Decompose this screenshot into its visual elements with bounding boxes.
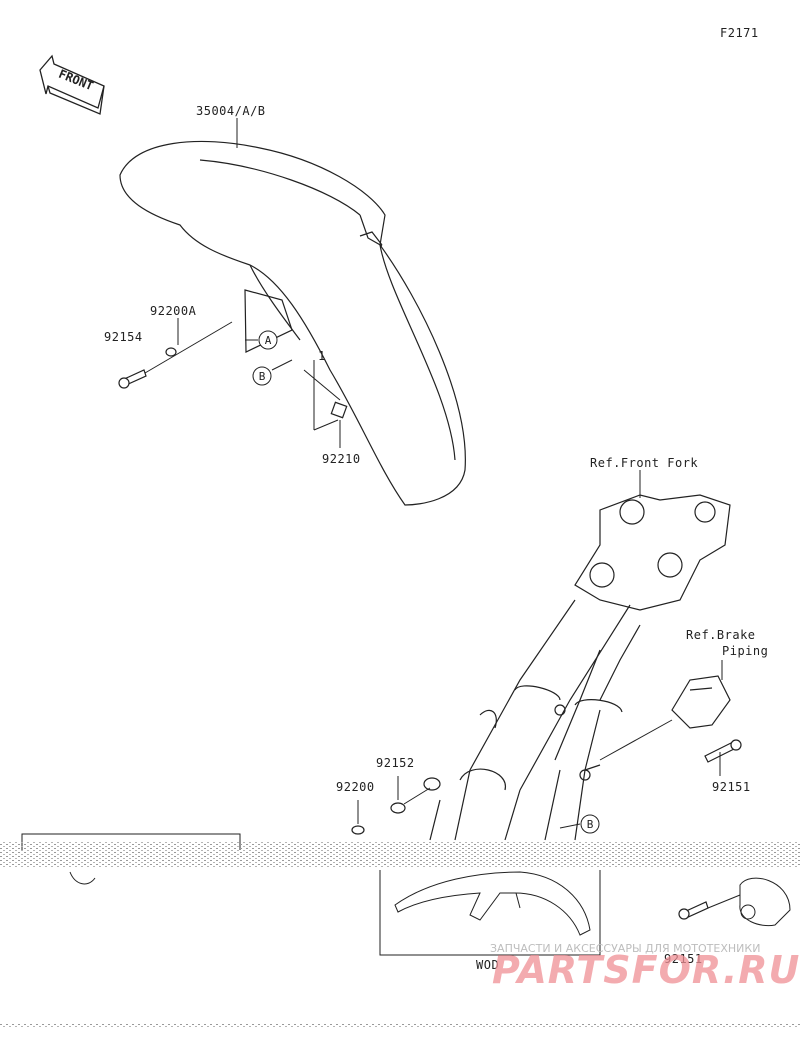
label-ref-front-fork: Ref.Front Fork [590,456,699,470]
wod-inset-box [379,870,791,956]
washer-92200a-icon [165,347,177,357]
washer-92200-icon [351,825,365,835]
label-92151-bottom: 92151 [664,952,703,966]
label-92210: 92210 [322,452,361,466]
callout-b2-text: B [587,818,594,831]
bolt-92154-icon [118,369,147,389]
bolt-92151-top-icon [704,739,742,763]
watermark-tagline: ЗАПЧАСТИ И АКСЕССУАРЫ ДЛЯ МОТОТЕХНИКИ [490,942,761,955]
label-92200: 92200 [336,780,375,794]
bolt-92151-bottom-icon [678,901,709,920]
callout-a-text: A [265,334,272,347]
fork-boss-icon [423,777,441,791]
nut-92210-icon [330,401,348,419]
label-92200a: 92200A [150,304,197,318]
front-fender [119,140,466,506]
label-92154: 92154 [104,330,143,344]
label-ref-brake: Ref.Brake [686,628,756,642]
label-35004: 35004/A/B [196,104,266,118]
label-92152: 92152 [376,756,415,770]
label-wod: WOD [476,958,500,972]
callout-a: A [258,330,278,350]
washer-92152-icon [390,802,406,814]
front-arrow-icon [39,54,105,115]
label-callout-1: 1 [318,349,326,363]
watermark-logo: PARTSFOR.RU [492,948,800,992]
leader-lines-upper [144,118,741,909]
callout-b: B [252,366,272,386]
scan-noise-line [0,1024,800,1028]
callout-b-text: B [259,370,266,383]
front-fork [429,494,731,841]
callout-b2: B [580,814,600,834]
label-piping: Piping [722,644,769,658]
figure-id: F2171 [720,26,759,40]
leader-line [599,719,673,761]
label-92151-top: 92151 [712,780,751,794]
scan-noise-band [0,842,800,868]
brake-piping-clamp [671,675,731,729]
